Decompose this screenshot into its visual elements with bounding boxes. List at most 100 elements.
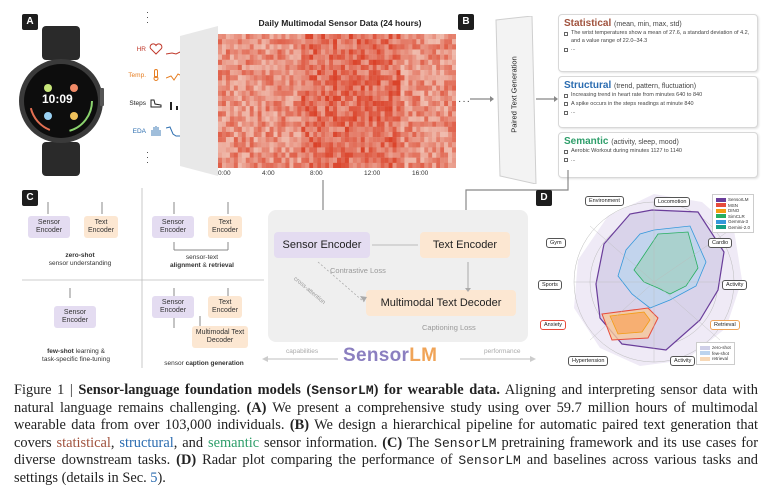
heatmap-cell <box>281 44 286 50</box>
heatmap-cell <box>428 34 433 40</box>
heatmap-cell <box>368 106 373 112</box>
heatmap-cell <box>444 49 449 55</box>
section-link[interactable]: 5 <box>150 469 158 486</box>
heatmap-cell <box>325 162 330 168</box>
heatmap-cell <box>420 70 425 76</box>
heatmap-cell <box>281 157 286 164</box>
heatmap-cell <box>420 121 425 127</box>
heatmap-cell <box>273 80 278 86</box>
heatmap-cell <box>380 147 385 153</box>
heatmap-cell <box>412 116 417 122</box>
heatmap-cell <box>281 59 286 66</box>
heatmap-cell <box>416 126 421 133</box>
heatmap-cell <box>249 44 254 50</box>
figure-caption: Figure 1 | Sensor-language foundation mo… <box>14 382 759 486</box>
heatmap-cell <box>376 85 381 91</box>
heatmap-cell <box>348 142 354 148</box>
heatmap-cell <box>281 162 286 168</box>
heatmap-cell <box>233 157 239 164</box>
heatmap-cell <box>412 111 417 117</box>
heatmap-cell <box>333 101 338 107</box>
heatmap-cell <box>277 137 282 143</box>
heatmap-cell <box>317 121 322 127</box>
heatmap-cell <box>404 95 409 102</box>
heatmap-cell <box>388 106 393 112</box>
heatmap-cell <box>440 75 445 81</box>
heatmap-cell <box>392 147 397 153</box>
heatmap-cell <box>384 95 389 102</box>
heatmap-cell <box>237 44 242 50</box>
heatmap-cell <box>245 34 250 40</box>
heatmap-cell <box>400 126 405 133</box>
heatmap-cell <box>293 44 298 50</box>
heatmap-cell <box>432 121 437 127</box>
heatmap-cell <box>285 39 290 45</box>
heatmap-cell <box>233 85 239 91</box>
heatmap-cell <box>348 121 354 127</box>
heatmap-cell <box>289 85 294 91</box>
heatmap-cell <box>325 147 330 153</box>
heatmap-cell <box>293 131 298 138</box>
heatmap-cell <box>257 49 262 55</box>
heatmap-cell <box>356 101 361 107</box>
heatmap-cell <box>269 157 274 164</box>
heatmap-cell <box>317 137 322 143</box>
heatmap-cell <box>400 64 405 71</box>
heatmap-cell <box>412 101 417 107</box>
heatmap-cell <box>364 142 369 148</box>
heatmap-cell <box>249 59 254 66</box>
heatmap-cell <box>305 34 310 40</box>
heatmap-cell <box>218 111 223 117</box>
heatmap-cell <box>297 152 302 158</box>
heatmap-cell <box>305 54 310 60</box>
heatmap-cell <box>392 162 397 168</box>
heatmap-cell <box>340 101 346 107</box>
panel-a-label: A <box>22 14 38 30</box>
heatmap-cell <box>269 142 274 148</box>
heatmap-cell <box>333 75 338 81</box>
heatmap-cell <box>352 59 358 66</box>
heatmap-cell <box>245 90 250 97</box>
heatmap-cell <box>404 101 409 107</box>
heatmap-cell <box>396 111 401 117</box>
heatmap-cell <box>340 49 346 55</box>
heatmap-cell <box>368 111 373 117</box>
heatmap-cell <box>297 121 302 127</box>
heatmap-cell <box>253 152 258 158</box>
heatmap-cell <box>253 85 258 91</box>
heatmap-cell <box>452 85 456 91</box>
heatmap-cell <box>440 126 445 133</box>
heatmap-cell <box>396 64 401 71</box>
heatmap-cell <box>400 111 405 117</box>
heatmap-cell <box>273 131 278 138</box>
heatmap-cell <box>285 75 290 81</box>
heatmap-cell <box>452 54 456 60</box>
heatmap-cell <box>229 54 235 60</box>
heatmap-cell <box>285 95 290 102</box>
heatmap-cell <box>329 54 334 60</box>
heatmap-cell <box>301 34 306 40</box>
heatmap-cell <box>348 131 354 138</box>
heatmap-cell <box>313 142 318 148</box>
heatmap-cell <box>444 75 449 81</box>
time-tick-2: 8:00 <box>310 170 323 177</box>
heatmap-cell <box>317 106 322 112</box>
heatmap-cell <box>313 70 318 76</box>
heatmap-cell <box>321 64 326 71</box>
heatmap-cell <box>289 126 294 133</box>
heatmap-cell <box>444 44 449 50</box>
heatmap-cell <box>333 95 338 102</box>
heatmap-cell <box>261 121 266 127</box>
heatmap-cell <box>229 162 235 168</box>
heatmap-cell <box>277 70 282 76</box>
heatmap-cell <box>380 106 385 112</box>
card-statistical-line-2: ... <box>564 46 752 54</box>
heatmap-cell <box>388 80 393 86</box>
heatmap-cell <box>364 39 369 45</box>
heatmap-cell <box>360 142 365 148</box>
heatmap-cell <box>424 39 429 45</box>
heatmap-cell <box>352 70 358 76</box>
heatmap-cell <box>352 131 358 138</box>
heatmap-cell <box>432 147 437 153</box>
heatmap-cell <box>340 116 346 122</box>
